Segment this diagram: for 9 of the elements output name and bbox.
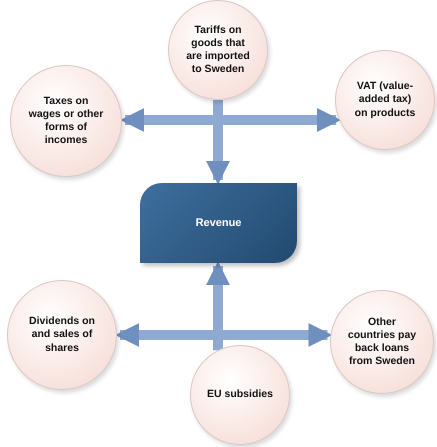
node-label: EU subsidies (207, 388, 273, 402)
revenue-box (140, 183, 297, 263)
node-label: VAT (value-added tax) on products (354, 80, 416, 120)
node-label: Tariffs on goods that are imported to Sweden (185, 24, 251, 76)
node-label: Other countries pay back loans from Sweden (347, 316, 417, 368)
node-label: Taxes on wages or other forms of incomes (28, 94, 104, 148)
node-label: Dividends on and sales of shares (28, 315, 96, 355)
node-label: Revenue (196, 216, 242, 231)
arrow (206, 261, 230, 350)
